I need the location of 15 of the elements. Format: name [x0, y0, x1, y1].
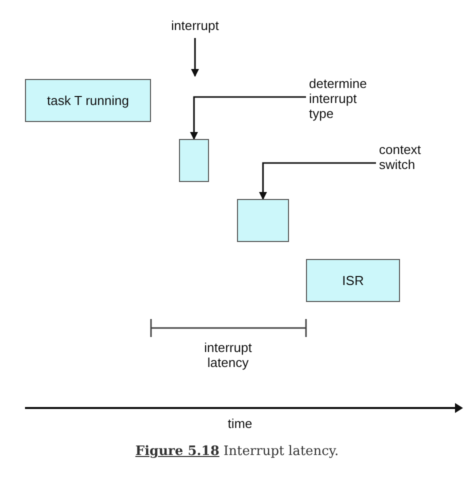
leader-arrow [259, 162, 376, 200]
process-box [25, 79, 151, 122]
figure-caption: Figure 5.18 Interrupt latency. [134, 444, 340, 459]
event-label: interrupt [160, 18, 230, 33]
callout-label: determine interrupt type [309, 76, 373, 121]
arrow [191, 38, 199, 77]
process-box [179, 139, 209, 182]
callout-label: context switch [379, 142, 439, 172]
leader-arrow [190, 96, 306, 140]
process-box [306, 259, 400, 302]
box-label: task T running [47, 93, 129, 108]
process-box [237, 199, 289, 242]
dimension-label: interrupt latency [203, 340, 253, 370]
axis-label: time [226, 416, 254, 431]
box-label: ISR [342, 273, 364, 288]
